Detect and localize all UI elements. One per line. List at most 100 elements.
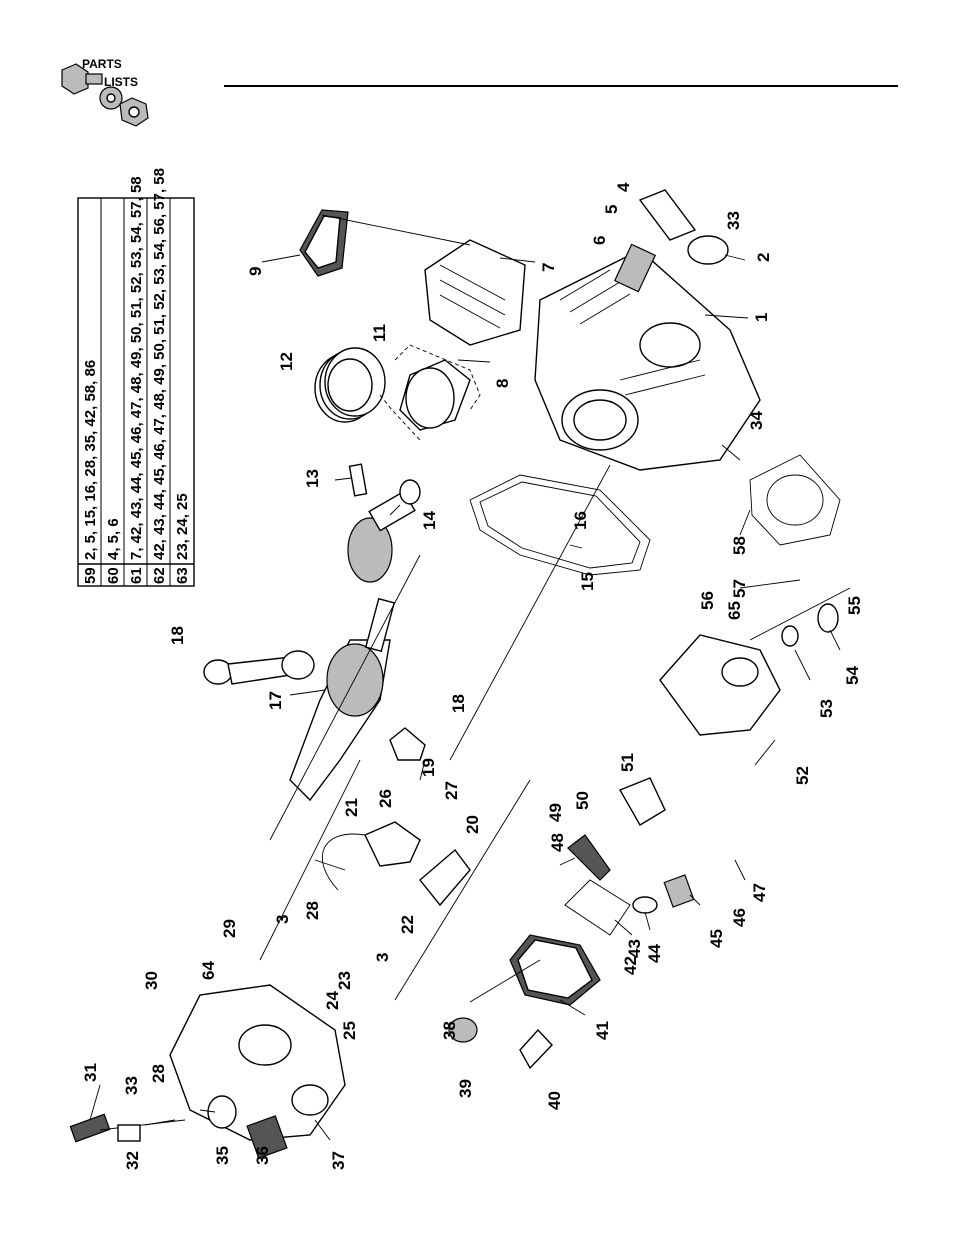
- valve-spring: [663, 874, 695, 908]
- dipstick: [69, 1113, 186, 1143]
- nut-icon: [119, 97, 149, 127]
- callout-label: 17: [266, 691, 285, 710]
- callout-label: 28: [303, 901, 322, 920]
- callout-label: 20: [463, 815, 482, 834]
- callout-label: 33: [724, 211, 743, 230]
- kit-parts: 4, 5, 6: [105, 518, 122, 560]
- callout-label: 3: [373, 953, 392, 962]
- air-filter-cover: [299, 209, 349, 277]
- callout-label: 50: [573, 791, 592, 810]
- callout-label: 56: [698, 591, 717, 610]
- callout-label: 52: [793, 766, 812, 785]
- rocker-cover: [509, 934, 601, 1006]
- callout-label: 9: [246, 267, 265, 276]
- rod-cap: [389, 727, 426, 761]
- callout-label: 41: [593, 1021, 612, 1040]
- callout-label: 44: [645, 944, 664, 963]
- callout-label: 45: [707, 929, 726, 948]
- callout-label: 57: [730, 579, 749, 598]
- bolt-icon: [61, 63, 103, 95]
- connecting-rod: [203, 650, 315, 685]
- kit-number: 62: [151, 567, 168, 584]
- callout-label: 51: [618, 753, 637, 772]
- callout-label: 46: [730, 908, 749, 927]
- callout-label: 65: [725, 601, 744, 620]
- callout-label: 40: [545, 1091, 564, 1110]
- callout-label: 27: [442, 781, 461, 800]
- callout-label: 37: [329, 1151, 348, 1170]
- kit-parts: 7, 42, 43, 44, 45, 46, 47, 48, 49, 50, 5…: [128, 176, 145, 560]
- callout-label: 39: [456, 1079, 475, 1098]
- dashed-bracket-lines: [379, 344, 481, 441]
- callout-label: 31: [81, 1063, 100, 1082]
- leader-lines: [89, 214, 841, 1141]
- callout-label: 30: [142, 971, 161, 990]
- callout-label: 34: [747, 411, 766, 430]
- callout-label: 3: [273, 915, 292, 924]
- callout-label: 6: [590, 236, 609, 245]
- logo-parts-text: PARTS: [82, 57, 122, 71]
- callout-label: 48: [548, 833, 567, 852]
- spring-retainer: [632, 896, 658, 914]
- piston-rings: [314, 347, 386, 423]
- kit-number: 61: [128, 567, 145, 584]
- callout-labels: 1 2 3 3 4 5 6 7 8 9 11 12 13 14 15 16 17…: [81, 182, 864, 1170]
- callout-label: 28: [149, 1064, 168, 1083]
- mounting-bracket: [638, 189, 697, 241]
- callout-label: 24: [323, 991, 342, 1010]
- callout-label: 58: [730, 536, 749, 555]
- callout-label: 1: [752, 313, 771, 322]
- logo-lists-text: LISTS: [104, 75, 138, 89]
- cylinder-head: [659, 634, 781, 736]
- breather-element: [519, 1028, 553, 1070]
- callout-label: 18: [168, 626, 187, 645]
- callout-label: 29: [220, 919, 239, 938]
- callout-label: 8: [493, 379, 512, 388]
- kit-number: 63: [174, 567, 191, 584]
- breather-tube: [321, 833, 366, 891]
- kit-parts: 23, 24, 25: [174, 493, 191, 560]
- callout-label: 2: [754, 253, 773, 262]
- callout-label: 33: [122, 1076, 141, 1095]
- piston: [399, 359, 471, 431]
- crankcase-gasket: [469, 474, 651, 576]
- callout-label: 47: [750, 883, 769, 902]
- callout-label: 22: [398, 915, 417, 934]
- oil-fill-cap: [448, 1017, 478, 1043]
- muffler-screen: [613, 243, 657, 293]
- callout-label: 55: [845, 596, 864, 615]
- valves: [749, 587, 851, 647]
- breather-cover: [364, 821, 421, 867]
- callout-label: 25: [340, 1021, 359, 1040]
- callout-label: 11: [370, 324, 389, 342]
- callout-label: 16: [571, 511, 590, 530]
- callout-label: 5: [602, 205, 621, 214]
- callout-label: 26: [376, 789, 395, 808]
- callout-label: 35: [213, 1146, 232, 1165]
- callout-label: 43: [625, 939, 644, 958]
- callout-label: 7: [539, 263, 558, 272]
- kit-parts: 2, 5, 15, 16, 28, 35, 42, 58, 86: [82, 360, 99, 560]
- callout-label: 42: [621, 956, 640, 975]
- rocker-gasket: [564, 879, 631, 936]
- camshaft: [347, 479, 421, 583]
- breather-baffle: [419, 848, 471, 907]
- kit-row: 60 4, 5, 6: [105, 518, 122, 584]
- parts-lists-logo: PARTS LISTS: [61, 57, 149, 127]
- callout-label: 14: [420, 511, 439, 530]
- kit-parts: 42, 43, 44, 45, 46, 47, 48, 49, 50, 51, …: [151, 168, 168, 560]
- kit-row: 61 7, 42, 43, 44, 45, 46, 47, 48, 49, 50…: [128, 176, 145, 584]
- callout-label: 15: [578, 572, 597, 591]
- governor-gear: [246, 1115, 288, 1159]
- callout-label: 32: [123, 1151, 142, 1170]
- callout-label: 64: [199, 961, 218, 980]
- cylinder-barrel: [424, 239, 526, 346]
- oil-seal: [207, 1095, 237, 1129]
- callout-label: 4: [614, 182, 633, 192]
- callout-label: 38: [440, 1021, 459, 1040]
- head-gasket: [749, 454, 841, 546]
- callout-label: 54: [843, 666, 862, 685]
- callout-label: 21: [342, 798, 361, 817]
- kit-row: 63 23, 24, 25: [174, 493, 191, 584]
- rocker-plate: [618, 777, 666, 826]
